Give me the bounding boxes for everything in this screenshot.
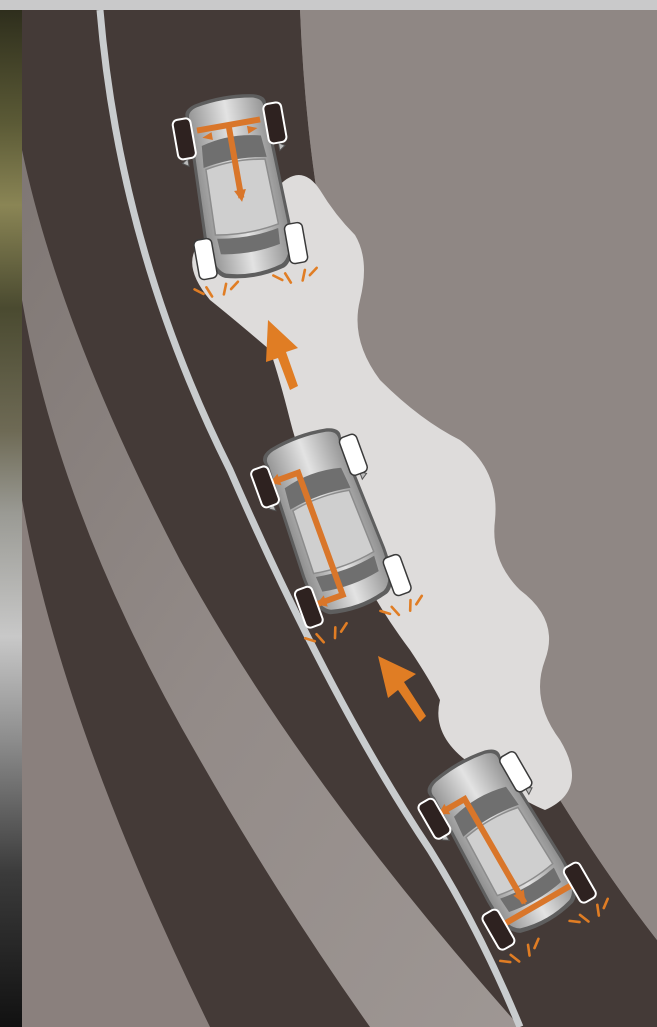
- top-bar: [0, 0, 657, 10]
- left-photo-strip: [0, 0, 22, 1027]
